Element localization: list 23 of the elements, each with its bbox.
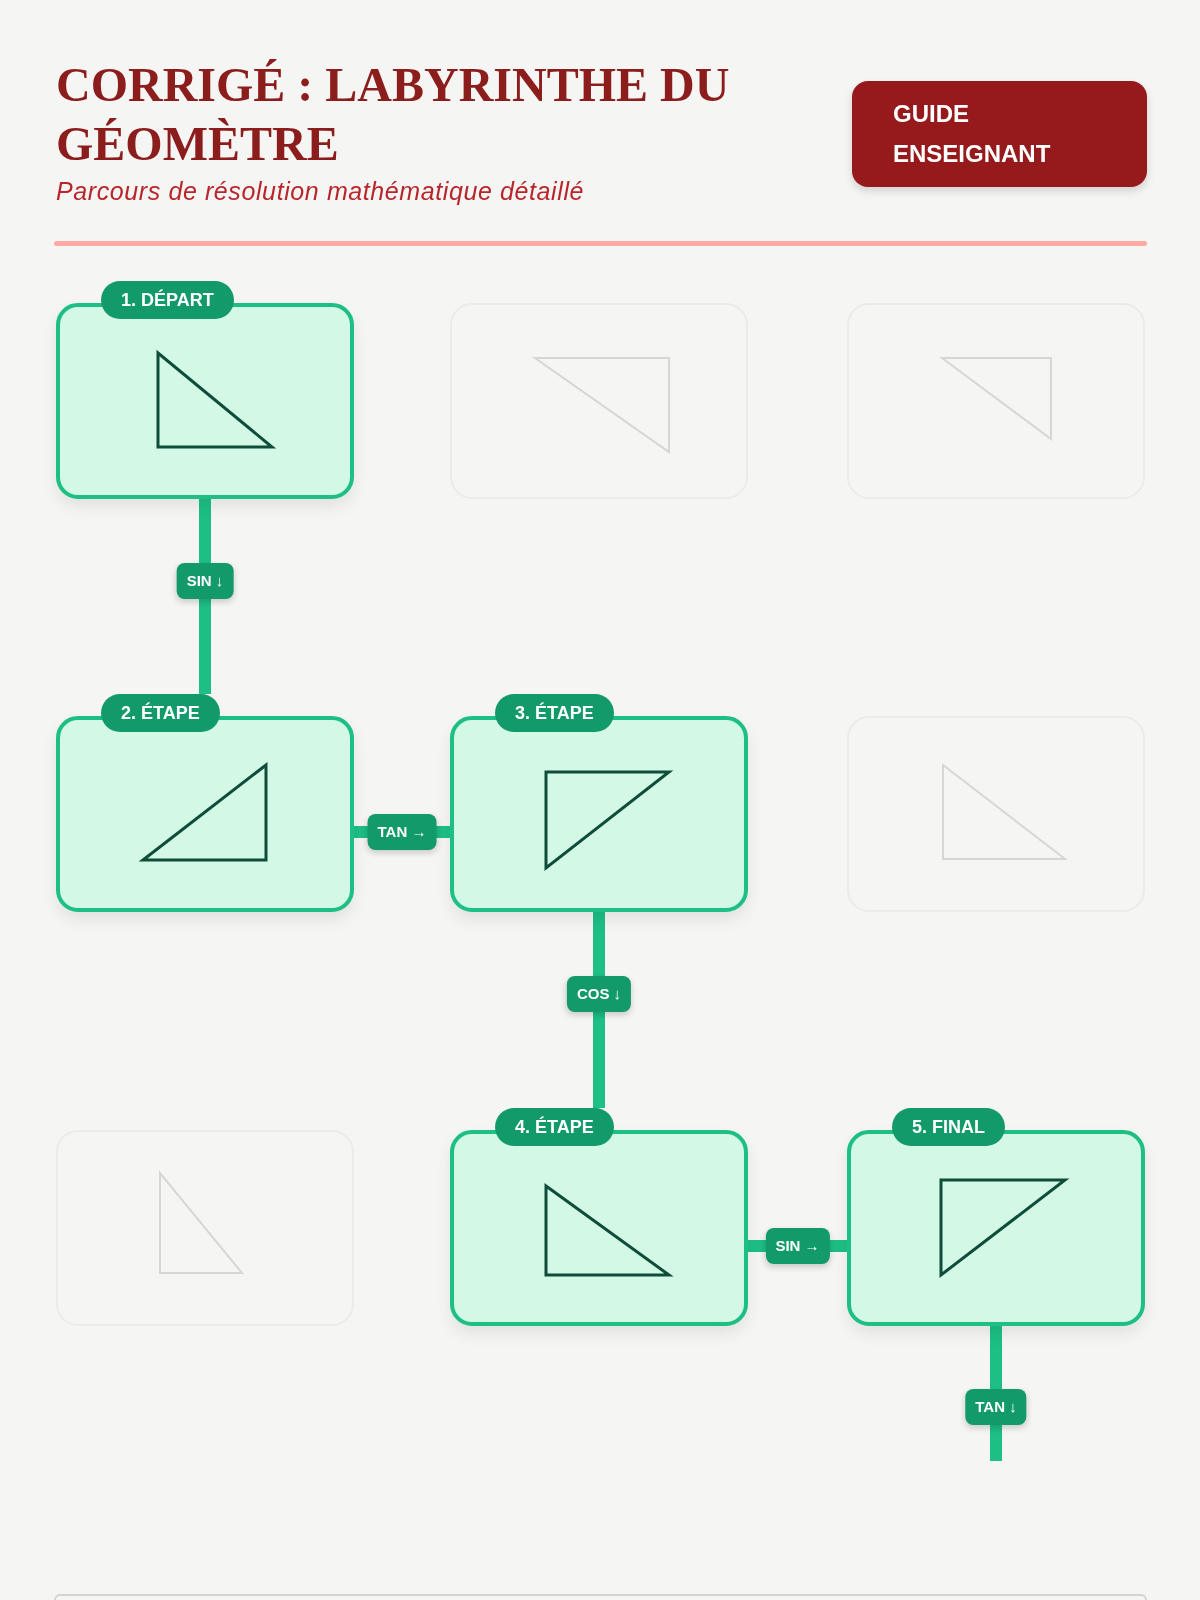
- empty-card: [847, 716, 1145, 912]
- empty-card: [847, 303, 1145, 499]
- subtitle: Parcours de résolution mathématique détaillé: [56, 177, 585, 206]
- step-card: [56, 694, 354, 912]
- connector-line: [593, 912, 605, 1108]
- empty-card: [450, 303, 748, 499]
- edge-label: TAN →: [367, 814, 437, 850]
- edge-label: COS ↓: [566, 976, 632, 1013]
- edge-label: TAN ↓: [965, 1389, 1027, 1425]
- step-card: [450, 694, 748, 912]
- step-card: [56, 281, 354, 499]
- step-card: [450, 1108, 748, 1326]
- step-card: [847, 1108, 1145, 1326]
- empty-card: [56, 1130, 354, 1326]
- edge-label: SIN →: [765, 1228, 830, 1264]
- edge-label: SIN ↓: [176, 562, 234, 599]
- step-label: 4. ÉTAPE: [495, 1108, 614, 1146]
- title: CORRIGÉ : LABYRINTHE DU GÉOMÈTRE: [56, 57, 731, 172]
- header-tag: GUIDE ENSEIGNANT: [852, 81, 1147, 187]
- step-label: 2. ÉTAPE: [101, 694, 220, 732]
- step-label: 5. FINAL: [892, 1108, 1005, 1146]
- step-label: 1. DÉPART: [101, 281, 234, 319]
- step-label: 3. ÉTAPE: [495, 694, 614, 732]
